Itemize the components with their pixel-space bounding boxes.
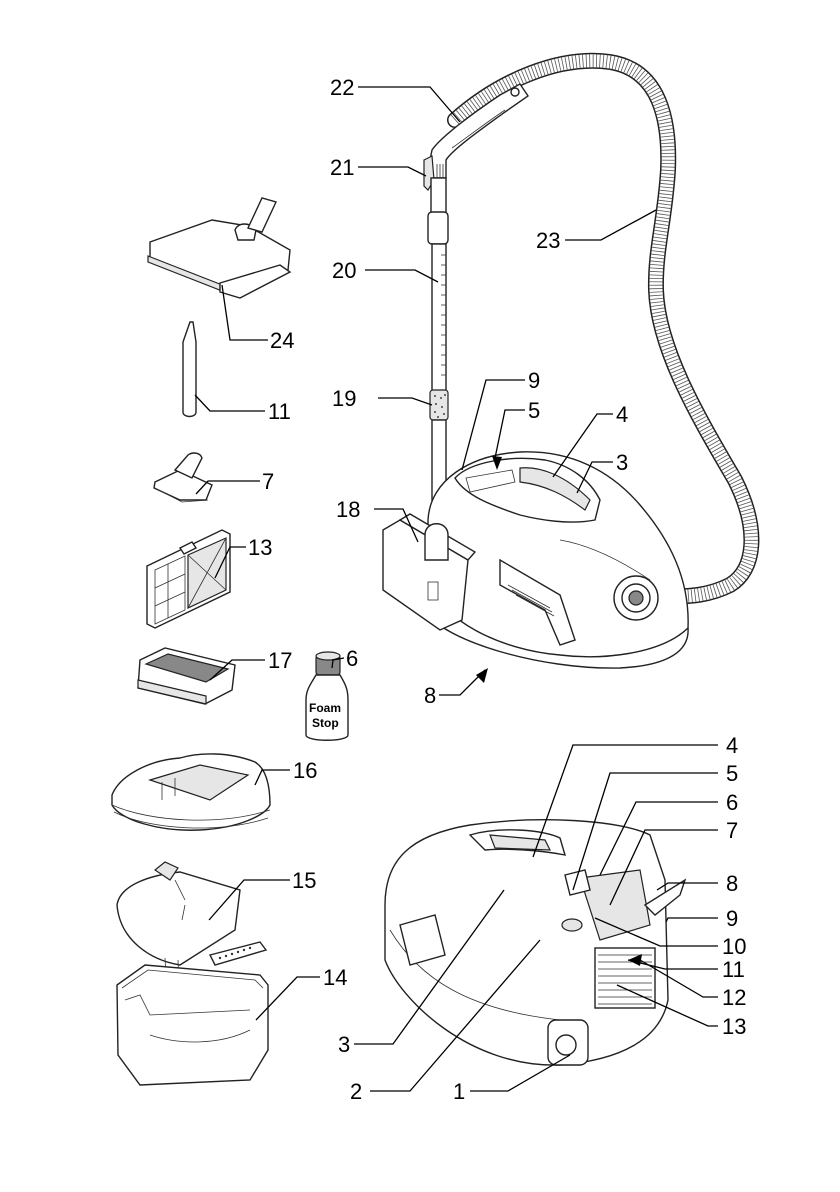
tube-parking-nozzle	[382, 513, 477, 631]
callout-8-upper: 8	[424, 683, 436, 708]
upholstery-nozzle	[153, 452, 213, 503]
arrow-12-lower	[628, 954, 642, 966]
callout-17: 17	[268, 648, 292, 673]
water-tank	[116, 941, 269, 1086]
arrow-5-upper	[492, 456, 502, 470]
callout-8-lower: 8	[726, 871, 738, 896]
callout-10: 10	[722, 934, 746, 959]
callout-5-upper: 5	[528, 398, 540, 423]
callout-3-lower: 3	[338, 1032, 350, 1057]
separator-insert	[116, 861, 241, 1011]
hose-handle	[429, 83, 529, 179]
callout-23: 23	[536, 228, 560, 253]
callout-20: 20	[332, 258, 356, 283]
bottle-label-line2: Stop	[312, 716, 339, 730]
callout-11-lower: 11	[722, 957, 745, 982]
flat-filter	[137, 647, 236, 705]
hose	[447, 52, 760, 606]
callout-16: 16	[293, 758, 317, 783]
callout-14: 14	[323, 965, 347, 990]
callout-3-upper: 3	[616, 450, 628, 475]
callout-19: 19	[332, 386, 356, 411]
callout-9-lower: 9	[726, 906, 738, 931]
floor-nozzle	[147, 197, 292, 299]
callout-4-upper: 4	[616, 402, 628, 427]
callout-21: 21	[330, 155, 354, 180]
callout-4-lower: 4	[726, 733, 738, 758]
callout-13-upper: 13	[248, 535, 272, 560]
callout-24: 24	[270, 328, 294, 353]
bottle-label-line1: Foam	[309, 701, 341, 715]
callout-18: 18	[336, 497, 360, 522]
water-filter-cover	[111, 753, 271, 831]
callout-12: 12	[722, 985, 746, 1010]
callout-9-upper: 9	[528, 368, 540, 393]
callout-5-lower: 5	[726, 761, 738, 786]
foam-stop-bottle: Foam Stop	[305, 651, 349, 741]
telescopic-tube	[427, 177, 449, 501]
callout-15: 15	[292, 868, 316, 893]
callout-6-lower: 6	[726, 790, 738, 815]
callout-22: 22	[330, 75, 354, 100]
callout-7-lower: 7	[726, 818, 738, 843]
vacuum-body-lower	[384, 819, 687, 1066]
crevice-tool	[182, 321, 197, 418]
callout-1: 1	[453, 1079, 465, 1104]
hepa-filter-frame	[146, 529, 231, 629]
callout-6-upper: 6	[346, 646, 358, 671]
callout-7-upper: 7	[262, 469, 274, 494]
callout-2: 2	[350, 1079, 362, 1104]
callout-11-upper: 11	[268, 399, 291, 424]
callout-13-lower: 13	[722, 1014, 746, 1039]
vacuum-body-upper	[424, 451, 689, 669]
arrow-8-upper	[476, 668, 488, 683]
